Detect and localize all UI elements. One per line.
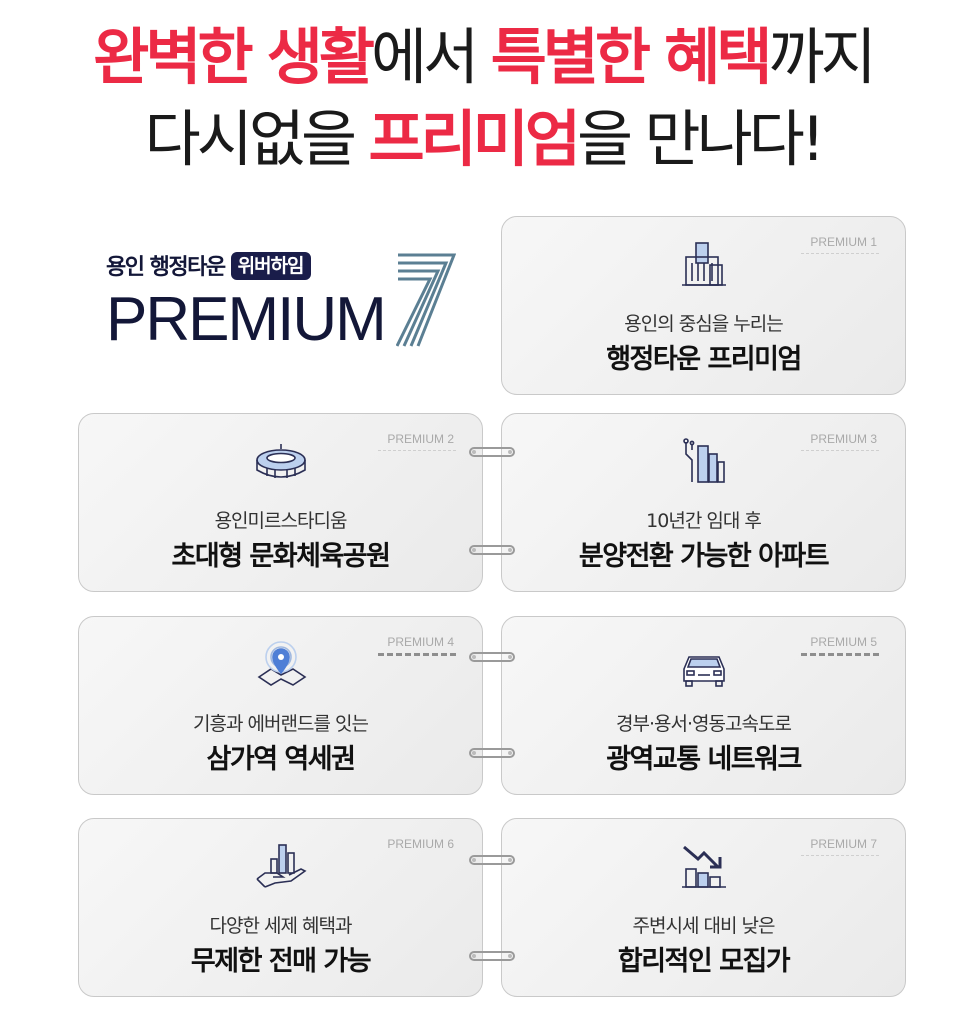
premium-card-2: PREMIUM 2 용인미르스타디움 초대형 문화체육공원 — [78, 413, 483, 592]
seven-logo-icon — [396, 253, 456, 347]
binder-ring-icon — [469, 748, 515, 758]
premium-tag: PREMIUM 2 — [387, 432, 454, 446]
premium-card-7: PREMIUM 7 주변시세 대비 낮은 합리적인 모집가 — [501, 818, 906, 997]
tag-divider — [378, 653, 456, 656]
headline-seg: 을 만나다! — [577, 104, 825, 175]
card-subtitle: 경부·용서·영동고속도로 — [616, 713, 792, 735]
premium-tag: PREMIUM 3 — [810, 432, 877, 446]
headline-line-1: 완벽한 생활에서 특별한 혜택까지 — [0, 18, 966, 98]
card-subtitle: 용인의 중심을 누리는 — [624, 313, 783, 335]
card-subtitle: 다양한 세제 혜택과 — [209, 915, 353, 937]
headline-seg: 까지 — [768, 22, 877, 93]
premium-tag: PREMIUM 1 — [810, 235, 877, 249]
card-subtitle: 기흥과 에버랜드를 잇는 — [193, 713, 369, 735]
premium-card-4: PREMIUM 4 기흥과 에버랜드를 잇는 삼가역 역세권 — [78, 616, 483, 795]
premium-card-5: PREMIUM 5 경부·용서·영동고속도로 광역교통 네트워크 — [501, 616, 906, 795]
card-subtitle: 10년간 임대 후 — [646, 510, 762, 532]
brand-name: 용인 행정타운 — [106, 255, 226, 280]
tag-divider — [801, 253, 879, 254]
tag-divider — [801, 855, 879, 856]
headline-seg: 완벽한 생활 — [93, 22, 375, 93]
binder-ring-icon — [469, 652, 515, 662]
tag-divider — [801, 653, 879, 656]
tag-divider — [378, 450, 456, 451]
binder-ring-icon — [469, 447, 515, 457]
card-title: 행정타운 프리미엄 — [606, 344, 802, 375]
card-subtitle: 주변시세 대비 낮은 — [632, 915, 776, 937]
card-title: 합리적인 모집가 — [617, 946, 791, 977]
premium-tag: PREMIUM 6 — [387, 837, 454, 851]
location-pin-icon — [257, 641, 306, 686]
card-title: 초대형 문화체육공원 — [171, 541, 391, 572]
apartment-icon — [682, 438, 725, 483]
premium-card-6: PREMIUM 6 다양한 세제 혜택과 무제한 전매 가능 — [78, 818, 483, 997]
headline-seg: 프리미엄 — [368, 104, 581, 175]
car-icon — [682, 656, 725, 687]
card-title: 분양전환 가능한 아파트 — [578, 541, 830, 572]
binder-ring-icon — [469, 951, 515, 961]
card-title: 삼가역 역세권 — [206, 744, 356, 775]
premium-tag: PREMIUM 7 — [810, 837, 877, 851]
premium-tag: PREMIUM 4 — [387, 635, 454, 649]
headline-line-2: 다시없을 프리미엄을 만나다! — [0, 100, 966, 180]
headline-seg: 다시없을 — [144, 104, 369, 175]
headline-seg: 에서 — [371, 22, 491, 93]
brand-badge: 위버하임 — [230, 252, 311, 280]
card-subtitle: 용인미르스타디움 — [214, 510, 348, 532]
stadium-icon — [255, 444, 306, 478]
premium-tag: PREMIUM 5 — [810, 635, 877, 649]
price-down-icon — [681, 845, 726, 888]
tag-divider — [801, 450, 879, 451]
brand-premium-word: PREMIUM — [106, 285, 387, 354]
card-title: 광역교통 네트워크 — [606, 744, 802, 775]
card-title: 무제한 전매 가능 — [190, 946, 372, 977]
headline-seg: 특별한 혜택 — [490, 22, 773, 93]
binder-ring-icon — [469, 545, 515, 555]
building-icon — [681, 242, 726, 286]
premium-card-1: PREMIUM 1 용인의 중심을 누리는 행정타운 프리미엄 — [501, 216, 906, 395]
hand-chart-icon — [255, 844, 307, 888]
premium-card-3: PREMIUM 3 10년간 임대 후 분양전환 가능한 아파트 — [501, 413, 906, 592]
binder-ring-icon — [469, 855, 515, 865]
